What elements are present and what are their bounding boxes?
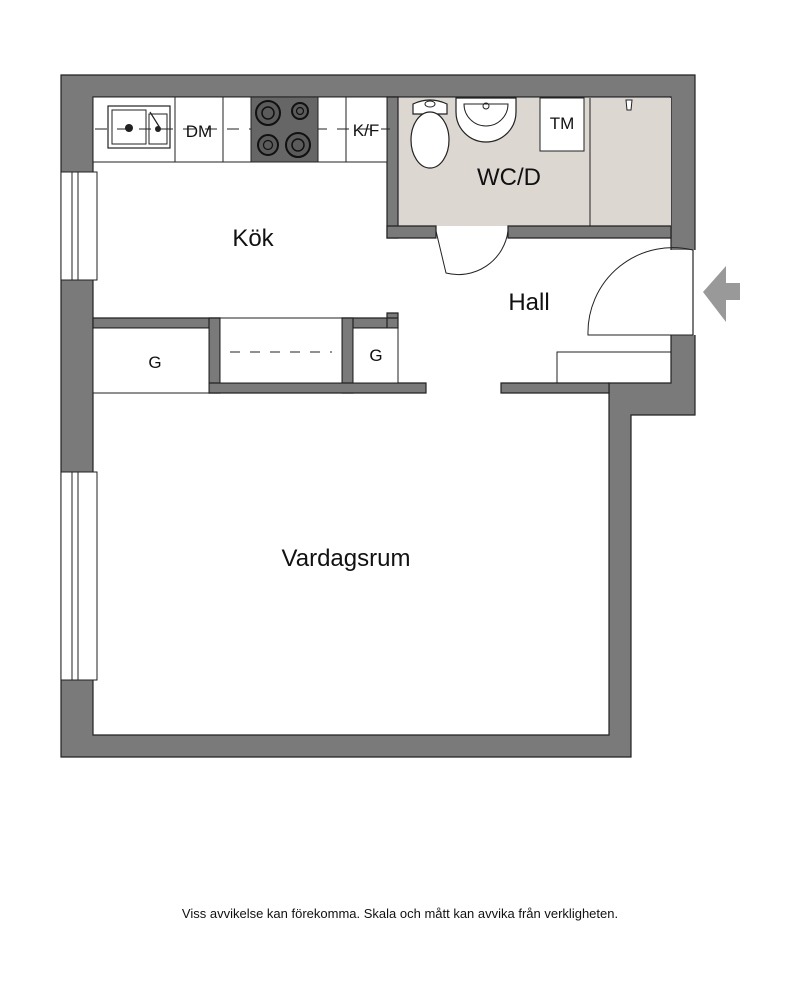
wall-kitchen-wc [386,96,399,239]
label-washing-machine: TM [550,114,575,133]
wall-storage-living [208,382,610,394]
stove-icon [250,96,319,163]
wc-door-swing [435,230,509,276]
shower-head-icon [625,99,633,111]
disclaimer-text: Viss avvikelse kan förekomma. Skala och … [181,906,619,921]
room-label-wc: WC/D [477,164,541,191]
hall-closet [556,351,671,383]
washing-machine [539,97,585,152]
room-label-kitchen: Kök [232,225,274,252]
room-label-living: Vardagsrum [282,545,411,572]
label-wardrobe-right: G [369,346,382,365]
label-fridge-freezer: K/F [353,121,379,140]
entrance-arrow-icon [703,266,740,322]
label-dishwasher: DM [186,122,212,141]
wall-wc-bottom [386,225,672,239]
storage-middle [219,317,343,384]
entrance-door-swing [587,247,694,336]
label-wardrobe-left: G [148,353,161,372]
washbasin-icon [455,97,517,143]
sink-icon [107,105,171,149]
window-kitchen [60,171,98,281]
window-living [60,471,98,681]
wardrobe-left [92,327,210,394]
wardrobe-right [352,327,399,384]
entrance-opening [670,250,696,335]
room-label-hall: Hall [508,289,549,316]
toilet-icon [410,99,450,169]
